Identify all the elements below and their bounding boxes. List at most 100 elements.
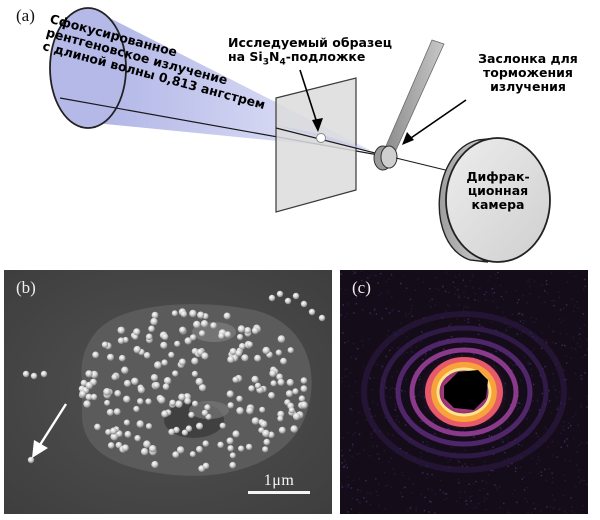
speckle	[530, 368, 532, 370]
speckle	[526, 418, 528, 420]
speckle	[443, 498, 446, 501]
nanoparticle	[318, 314, 326, 322]
speckle	[579, 481, 581, 484]
speckle	[586, 338, 588, 341]
speckle	[529, 286, 531, 288]
speckle	[458, 465, 460, 468]
nanoparticle	[106, 408, 114, 416]
speckle	[471, 495, 473, 497]
speckle	[370, 436, 373, 439]
speckle	[541, 392, 543, 395]
speckle	[580, 374, 582, 377]
nanoparticle	[133, 405, 140, 413]
speckle	[510, 326, 512, 329]
speckle	[405, 378, 407, 381]
speckle	[458, 461, 460, 463]
speckle	[520, 379, 522, 382]
speckle	[490, 321, 493, 323]
speckle	[538, 438, 541, 440]
nanoparticle	[161, 333, 169, 341]
speckle	[561, 344, 563, 346]
speckle	[527, 361, 529, 363]
speckle	[563, 441, 565, 444]
speckle	[447, 303, 449, 306]
speckle	[410, 506, 413, 508]
speckle	[376, 446, 378, 448]
speckle	[545, 280, 548, 282]
speckle	[446, 271, 448, 273]
speckle	[342, 437, 345, 439]
nanoparticle	[275, 349, 282, 356]
speckle	[341, 455, 344, 457]
speckle	[391, 310, 393, 312]
speckle	[483, 460, 486, 463]
speckle	[462, 309, 465, 312]
speckle	[345, 289, 347, 291]
speckle	[442, 286, 444, 288]
nanoparticle	[219, 422, 226, 429]
speckle	[421, 331, 423, 333]
speckle	[385, 355, 387, 358]
speckle	[344, 368, 346, 371]
speckle	[414, 395, 417, 398]
speckle	[568, 396, 571, 398]
nanoparticle	[285, 390, 293, 398]
speckle	[506, 436, 509, 439]
nanoparticle	[232, 430, 240, 438]
nanoparticle	[160, 341, 168, 349]
sample-description: Исследуемый образец на Si3N4-подложке	[228, 36, 392, 68]
speckle	[563, 421, 565, 423]
speckle	[347, 475, 349, 478]
speckle	[568, 399, 570, 401]
speckle	[573, 512, 576, 514]
nanoparticle	[247, 341, 253, 348]
speckle	[551, 331, 554, 333]
speckle	[464, 319, 466, 322]
speckle	[478, 319, 480, 321]
speckle	[454, 275, 457, 278]
speckle	[456, 318, 458, 320]
nanoparticle	[287, 347, 294, 354]
speckle	[586, 442, 588, 444]
speckle	[431, 473, 433, 476]
speckle	[445, 457, 447, 459]
speckle	[468, 483, 470, 485]
speckle	[544, 365, 546, 368]
nanoparticle	[284, 297, 292, 305]
speckle	[397, 347, 399, 349]
speckle	[567, 422, 570, 424]
speckle	[341, 462, 343, 464]
nanoparticle	[103, 388, 111, 396]
speckle	[483, 293, 486, 296]
speckle	[551, 477, 554, 479]
speckle	[516, 501, 518, 504]
speckle	[346, 467, 348, 469]
speckle	[573, 338, 575, 340]
speckle	[572, 416, 574, 418]
speckle	[355, 358, 357, 360]
speckle	[341, 484, 343, 486]
speckle	[580, 404, 582, 406]
nanoparticle	[90, 393, 98, 401]
nanoparticle	[107, 442, 115, 449]
speckle	[553, 499, 556, 502]
speckle	[351, 410, 353, 412]
speckle	[499, 485, 501, 488]
speckle	[511, 313, 514, 315]
speckle	[411, 491, 413, 494]
speckle	[352, 434, 354, 436]
speckle	[546, 506, 548, 508]
speckle	[471, 463, 473, 466]
speckle	[458, 304, 460, 307]
nanoparticle	[254, 354, 262, 362]
nanoparticle	[148, 325, 155, 333]
speckle	[408, 313, 410, 315]
panel-b-sem-image: (b) 1μm	[4, 270, 332, 514]
speckle	[522, 294, 524, 297]
speckle	[482, 433, 484, 435]
nanoparticle	[143, 440, 151, 448]
nanoparticle	[277, 335, 286, 343]
nanoparticle	[145, 423, 153, 430]
nanoparticle	[118, 354, 126, 362]
speckle	[349, 372, 352, 374]
